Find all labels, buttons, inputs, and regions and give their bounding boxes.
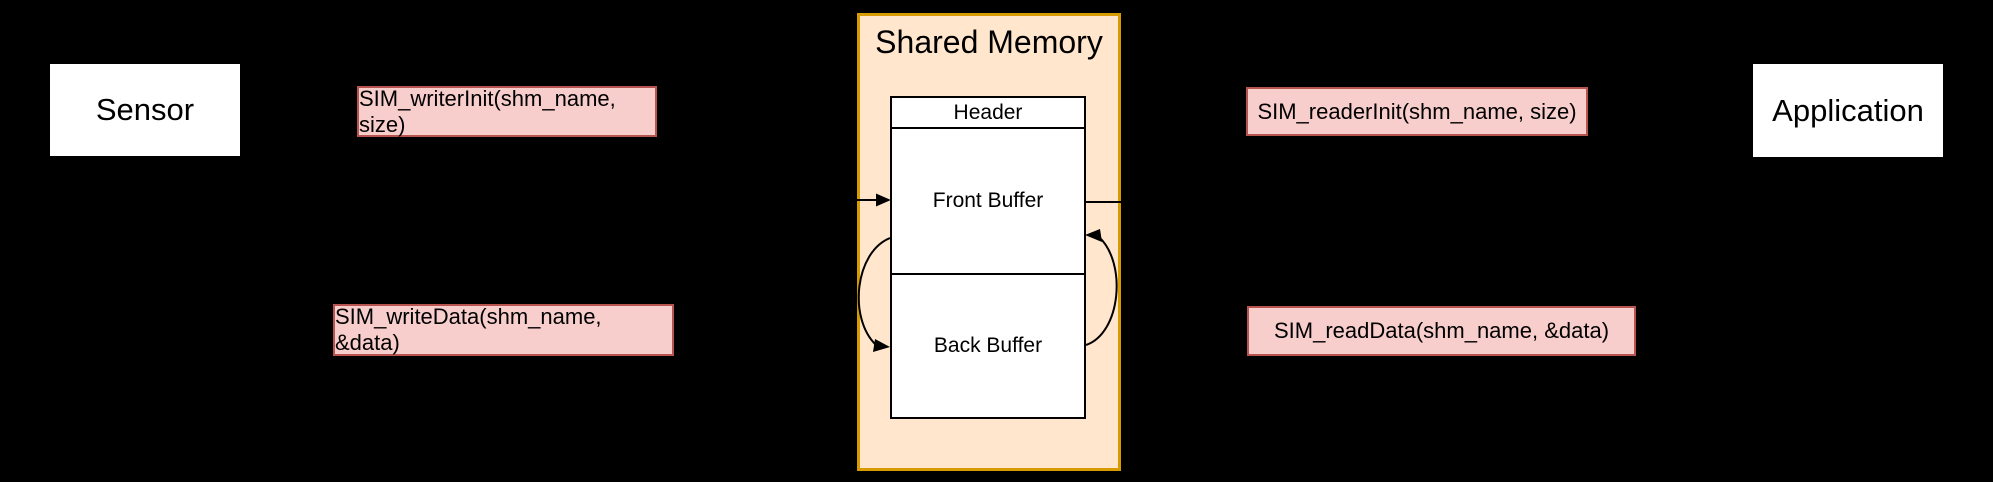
writer-arrow xyxy=(838,193,891,207)
writer-init-call-label: SIM_writerInit(shm_name, size) xyxy=(357,86,657,137)
shared-memory-container: Shared Memory Header Front Buffer Back B… xyxy=(857,13,1121,471)
application-node: Application xyxy=(1752,63,1944,158)
swap-arrow-right xyxy=(1085,229,1118,346)
write-data-right-stub xyxy=(674,329,683,331)
back-buffer-label: Back Buffer xyxy=(933,334,1043,357)
front-buffer-section: Front Buffer xyxy=(892,129,1084,275)
reader-init-text: SIM_readerInit(shm_name, size) xyxy=(1257,98,1577,124)
reader-init-left-stub xyxy=(1237,110,1246,112)
header-section: Header xyxy=(892,98,1084,129)
read-data-right-stub xyxy=(1636,329,1645,331)
shared-memory-title: Shared Memory xyxy=(875,24,1103,60)
read-data-text: SIM_readData(shm_name, &data) xyxy=(1273,318,1610,343)
write-data-text: SIM_writeData(shm_name, &data) xyxy=(335,304,602,355)
write-data-left-stub xyxy=(324,329,333,331)
writer-init-left-stub xyxy=(348,110,357,112)
writer-init-text: SIM_writerInit(shm_name, size) xyxy=(359,85,616,137)
read-data-call-label: SIM_readData(shm_name, &data) xyxy=(1247,306,1636,356)
header-label: Header xyxy=(953,100,1023,124)
reader-init-call-label: SIM_readerInit(shm_name, size) xyxy=(1246,87,1588,136)
buffer-stack: Header Front Buffer Back Buffer xyxy=(890,96,1086,419)
front-buffer-label: Front Buffer xyxy=(932,189,1044,212)
sensor-node: Sensor xyxy=(49,63,241,157)
swap-arrow-left xyxy=(857,237,891,352)
sensor-label: Sensor xyxy=(95,92,195,127)
writer-init-right-stub xyxy=(657,110,666,112)
write-data-call-label: SIM_writeData(shm_name, &data) xyxy=(333,304,674,356)
application-label: Application xyxy=(1772,92,1924,128)
reader-init-right-stub xyxy=(1588,110,1597,112)
back-buffer-section: Back Buffer xyxy=(892,275,1084,417)
read-data-left-stub xyxy=(1238,329,1247,331)
